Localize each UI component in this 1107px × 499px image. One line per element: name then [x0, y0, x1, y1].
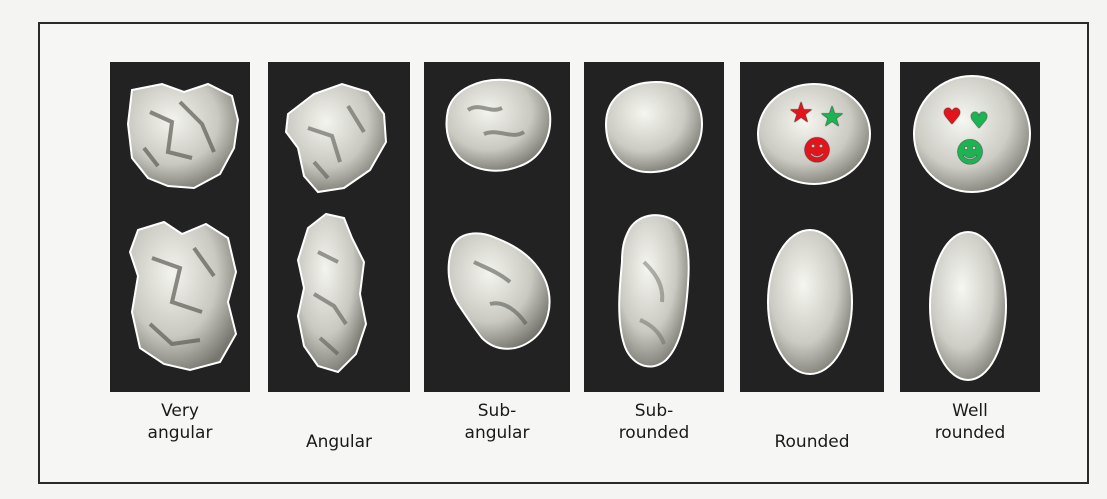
caption-well-rounded-line-2: rounded — [910, 422, 1030, 444]
caption-sub-rounded-line-2: rounded — [594, 422, 714, 444]
grain-bottom-sub-rounded — [619, 215, 688, 366]
grain-panel-very-angular — [110, 62, 250, 392]
grain-illustration-very-angular — [110, 62, 250, 392]
caption-rounded-line-1: Rounded — [752, 431, 872, 453]
caption-rounded: Rounded — [752, 431, 872, 453]
caption-sub-angular-line-1: Sub- — [437, 400, 557, 422]
caption-angular: Angular — [278, 431, 400, 453]
grain-top-very-angular — [128, 84, 238, 188]
grain-bottom-sub-angular — [449, 233, 550, 348]
smiley-icon[interactable]: ☻ — [955, 138, 985, 168]
heart-icon[interactable]: ♥ — [940, 106, 964, 130]
caption-sub-rounded: Sub- rounded — [594, 400, 714, 444]
grain-illustration-sub-rounded — [584, 62, 724, 392]
grain-top-sub-angular — [447, 80, 551, 171]
grain-illustration-sub-angular — [424, 62, 570, 392]
smiley-icon[interactable]: ☻ — [802, 136, 832, 166]
caption-sub-angular-line-2: angular — [437, 422, 557, 444]
grain-panel-sub-angular — [424, 62, 570, 392]
grain-illustration-angular — [268, 62, 410, 392]
caption-angular-line-1: Angular — [278, 431, 400, 453]
grain-bottom-well-rounded — [930, 232, 1006, 380]
caption-very-angular-line-2: angular — [120, 422, 240, 444]
star-icon[interactable]: ★ — [786, 98, 816, 128]
caption-well-rounded-line-1: Well — [910, 400, 1030, 422]
grain-bottom-very-angular — [130, 222, 236, 370]
caption-very-angular: Very angular — [120, 400, 240, 444]
caption-very-angular-line-1: Very — [120, 400, 240, 422]
caption-sub-rounded-line-1: Sub- — [594, 400, 714, 422]
caption-well-rounded: Well rounded — [910, 400, 1030, 444]
grain-top-well-rounded — [914, 76, 1030, 192]
caption-sub-angular: Sub- angular — [437, 400, 557, 444]
grain-panel-angular — [268, 62, 410, 392]
star-icon[interactable]: ★ — [817, 102, 847, 132]
grain-bottom-rounded — [768, 230, 852, 374]
grain-top-sub-rounded — [606, 82, 702, 172]
grain-panel-sub-rounded — [584, 62, 724, 392]
heart-icon[interactable]: ♥ — [967, 110, 991, 134]
grain-top-angular — [286, 84, 386, 192]
